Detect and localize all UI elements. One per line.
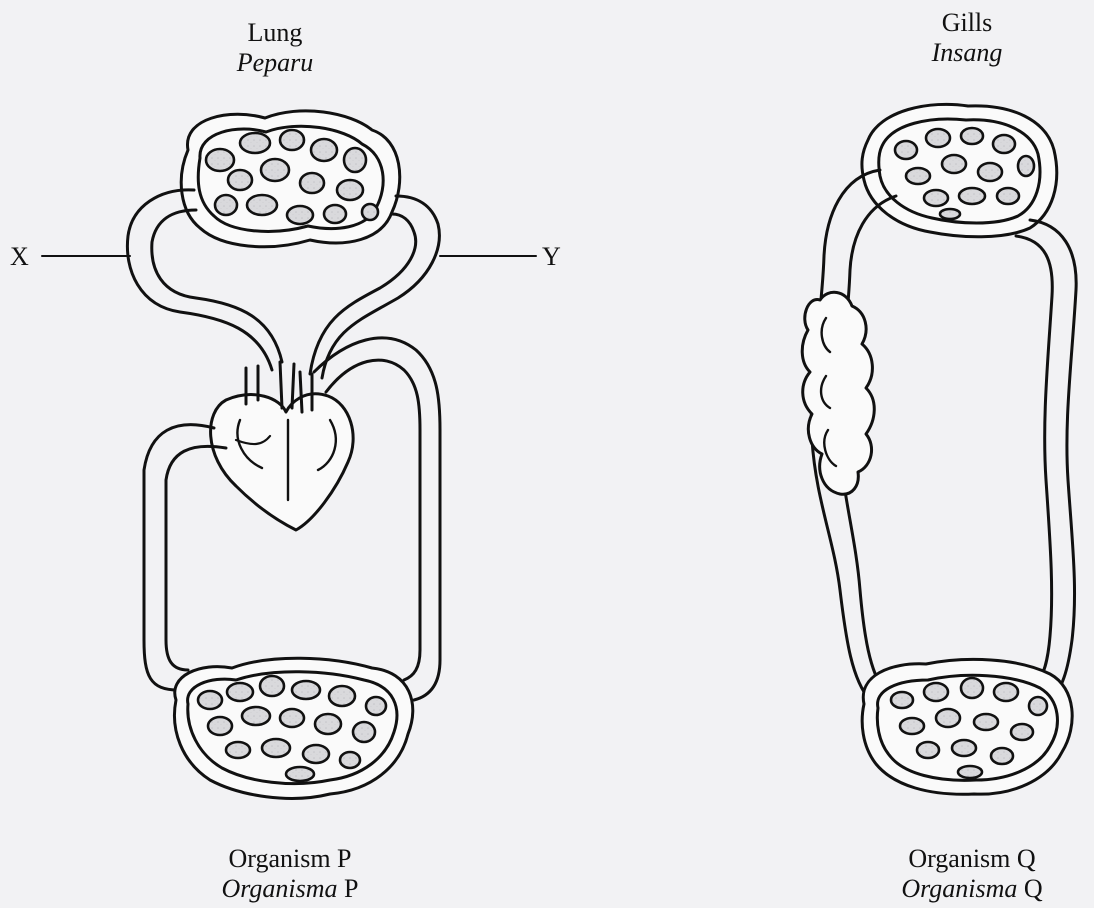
- organism-q-system: [802, 104, 1076, 794]
- lung-capillary-bed: [181, 111, 399, 247]
- organism-q-caption: Organism Q Organisma Q: [872, 844, 1072, 904]
- lung-label-en: Lung: [220, 18, 330, 48]
- lung-label-ms: Peparu: [220, 48, 330, 78]
- organism-p-name-ms-word: Organisma: [221, 874, 337, 903]
- vessel-y-label: Y: [542, 242, 561, 272]
- organism-p-name-ms-letter: P: [344, 874, 358, 903]
- gills-label: Gills Insang: [912, 8, 1022, 68]
- body-capillary-bed-q: [862, 659, 1072, 794]
- body-capillary-bed-p: [174, 658, 412, 798]
- lung-label: Lung Peparu: [220, 18, 330, 78]
- gills-label-ms: Insang: [912, 38, 1022, 68]
- organism-p-caption: Organism P Organisma P: [190, 844, 390, 904]
- organism-p-name-en: Organism P: [190, 844, 390, 874]
- gills-capillary-bed: [862, 104, 1057, 236]
- organism-q-name-ms-word: Organisma: [901, 874, 1017, 903]
- organism-q-name-en: Organism Q: [872, 844, 1072, 874]
- organism-q-name-ms-letter: Q: [1024, 874, 1043, 903]
- vessel-x-label: X: [10, 242, 29, 272]
- organism-p-system: [42, 111, 536, 799]
- gills-label-en: Gills: [912, 8, 1022, 38]
